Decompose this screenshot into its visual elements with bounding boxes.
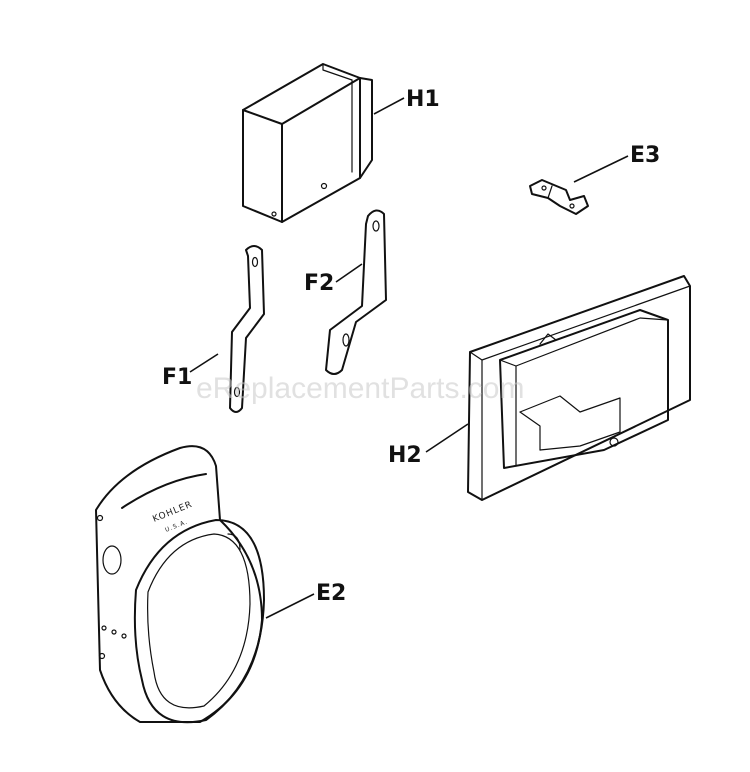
label-e3: E3 xyxy=(630,143,660,168)
part-e2-housing: KOHLER U.S.A. xyxy=(95,445,265,724)
part-f1-bracket xyxy=(229,245,265,413)
part-f2-bracket xyxy=(325,209,387,375)
leader-h1 xyxy=(373,97,405,115)
leader-e3 xyxy=(573,155,629,183)
label-f2: F2 xyxy=(304,271,334,296)
brand-name: KOHLER xyxy=(151,500,194,525)
label-h2: H2 xyxy=(388,443,422,468)
watermark-text: eReplacementParts.com xyxy=(196,372,524,405)
part-h1-box xyxy=(242,63,373,223)
label-e2: E2 xyxy=(316,581,346,606)
label-f1: F1 xyxy=(162,365,192,390)
leader-f2 xyxy=(335,263,363,283)
label-h1: H1 xyxy=(406,87,440,112)
leader-f1 xyxy=(189,353,219,373)
leader-h2 xyxy=(425,423,469,453)
part-h2-plate xyxy=(467,275,691,501)
part-e3-bracket xyxy=(529,179,589,215)
leader-e2 xyxy=(265,593,315,619)
